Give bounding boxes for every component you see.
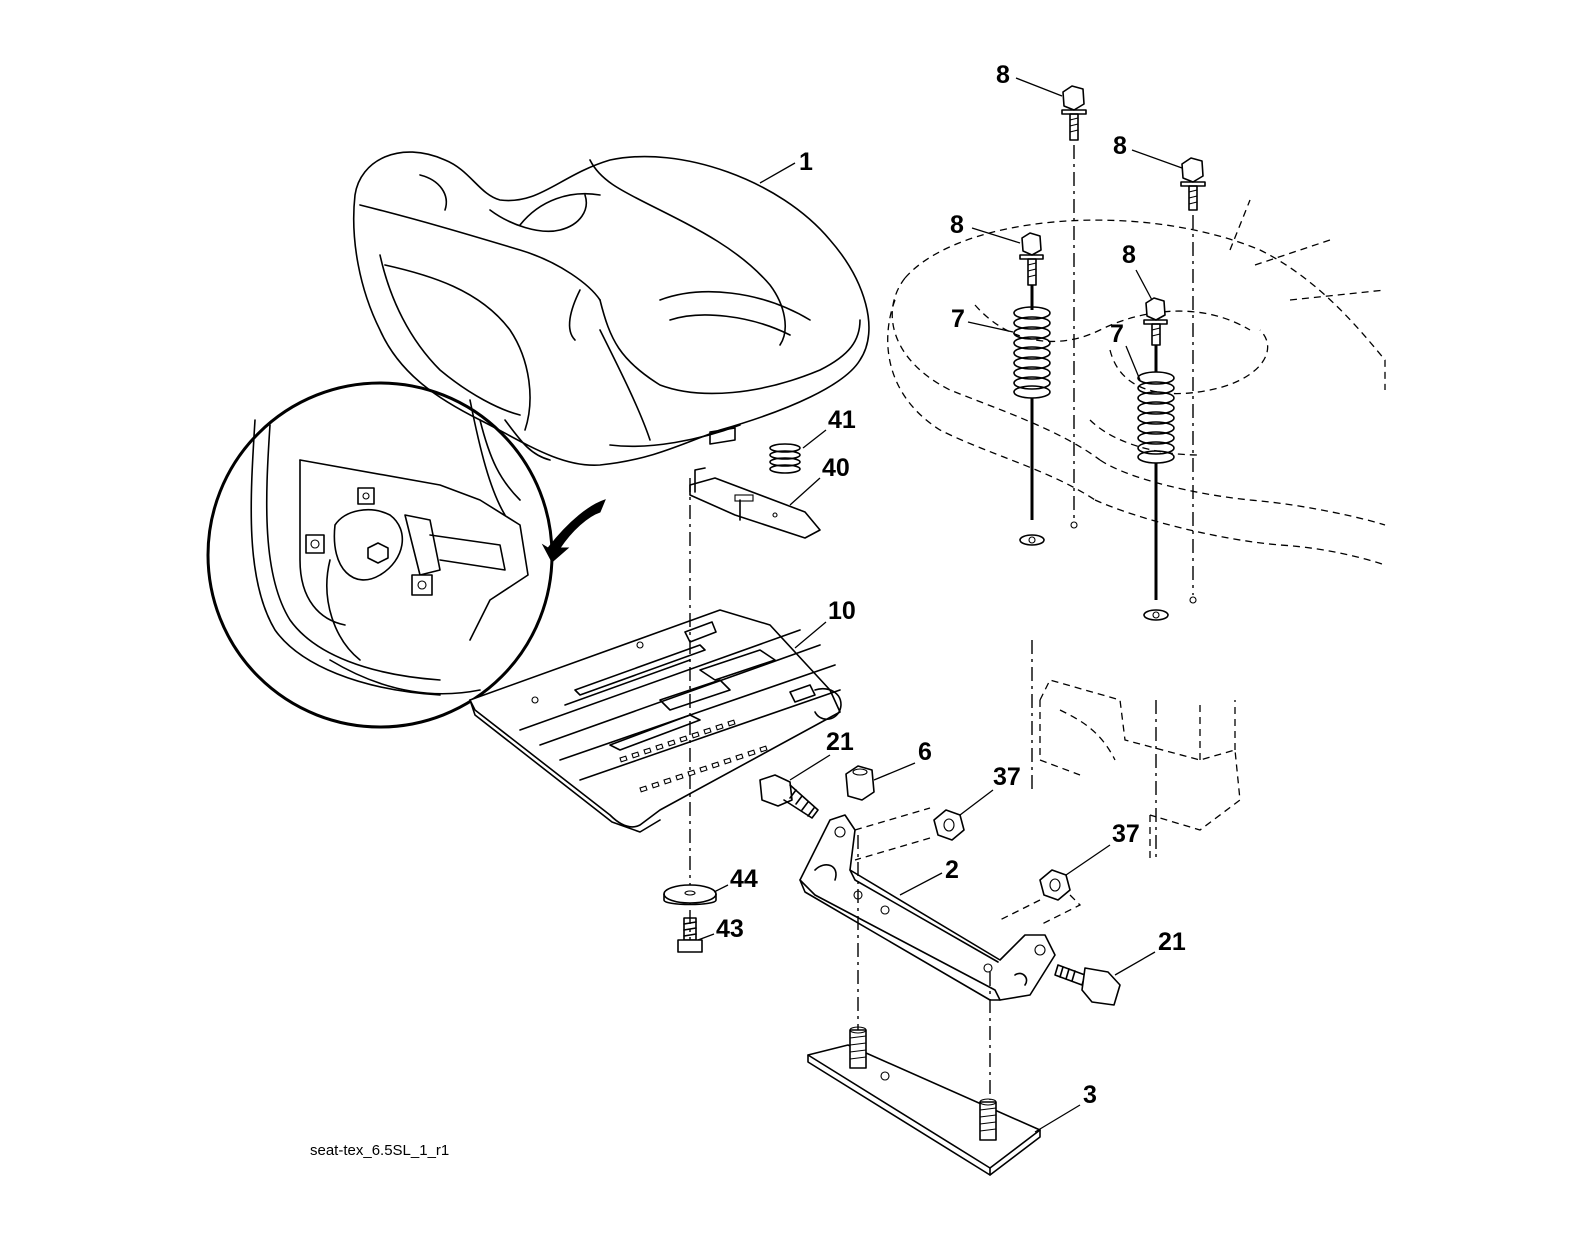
hole-right-front-center [1152,611,1160,619]
callout-mounting-plate: 3 [1083,1081,1097,1109]
leader-screw [697,933,715,941]
detail-inset [206,381,606,729]
bracket [799,814,1056,1001]
callout-spring-right: 7 [1110,320,1124,348]
leader-spring-right [1125,345,1141,381]
leader-seat-pan [794,621,827,649]
callout-bolt-left: 21 [826,728,854,756]
callout-washer: 44 [730,865,758,893]
washer [663,884,717,906]
callout-screw: 43 [716,915,744,943]
callout-bolt-8-right: 8 [1122,241,1136,269]
spring-small [769,443,801,474]
leader-bolt-right [1114,951,1156,976]
fender-chassis-outline [887,199,1386,860]
hole-left-front-center [1028,536,1036,544]
leader-nut-lower [1065,844,1111,876]
drawing-reference-caption: seat-tex_6.5SL_1_r1 [310,1142,449,1159]
callout-nut-upper: 37 [993,763,1021,791]
ghost-line-nut-lower [999,894,1082,926]
hole-bolt-8-top [1070,521,1078,529]
hole-bolt-8-far-right [1189,596,1197,604]
leader-bolt-8-right [1135,269,1153,301]
callout-spring-small: 41 [828,406,856,434]
callout-switch-plate: 40 [822,454,850,482]
leader-seat [759,162,796,184]
bolt-8-far-right [1180,157,1206,211]
bolt-8-top [1061,85,1087,141]
leader-nut-upper [959,789,994,816]
leader-bolt-8-top [1015,77,1063,97]
nut [845,765,875,801]
nut-upper [933,809,965,841]
hole-left-front [1019,534,1045,546]
callout-bolt-8-left: 8 [950,211,964,239]
bolt-8-right [1143,297,1168,346]
switch-plate [689,467,821,539]
callout-nut-lower: 37 [1112,820,1140,848]
callout-spring-left: 7 [951,305,965,333]
ghost-line-nut-upper [854,807,931,831]
callout-bolt-8-top: 8 [996,61,1010,89]
screw [677,917,703,953]
seat-pan-adjust-slots [619,719,768,793]
leader-washer [713,884,729,893]
seat [352,151,870,466]
callout-seat-pan: 10 [828,597,856,625]
callout-bolt-right: 21 [1158,928,1186,956]
leader-switch-plate [789,477,821,506]
mounting-plate [807,1026,1041,1176]
leader-bolt-8-far-right [1131,149,1183,169]
hole-right-front [1143,609,1169,621]
callout-seat: 1 [799,148,813,176]
callout-bolt-8-far-right: 8 [1113,132,1127,160]
bolt-right [1054,964,1121,1006]
leader-spring-small [802,429,827,449]
leader-bracket [899,872,943,896]
callout-bracket: 2 [945,856,959,884]
leader-nut [873,762,916,781]
leader-bolt-left [789,754,831,781]
leader-mounting-plate [1034,1104,1081,1133]
leader-bolt-8-left [971,227,1021,244]
nut-lower [1039,869,1071,901]
plate-stud-left [849,1026,867,1069]
bolt-left [759,774,819,819]
spring-right [1137,371,1175,464]
callout-nut: 6 [918,738,932,766]
spring-left [1013,306,1051,399]
seat-pan [469,609,842,833]
leader-spring-left [967,321,1014,333]
plate-stud-right [979,1098,997,1141]
ghost-line-nut-upper-b [854,837,931,861]
bolt-8-left [1019,232,1044,286]
